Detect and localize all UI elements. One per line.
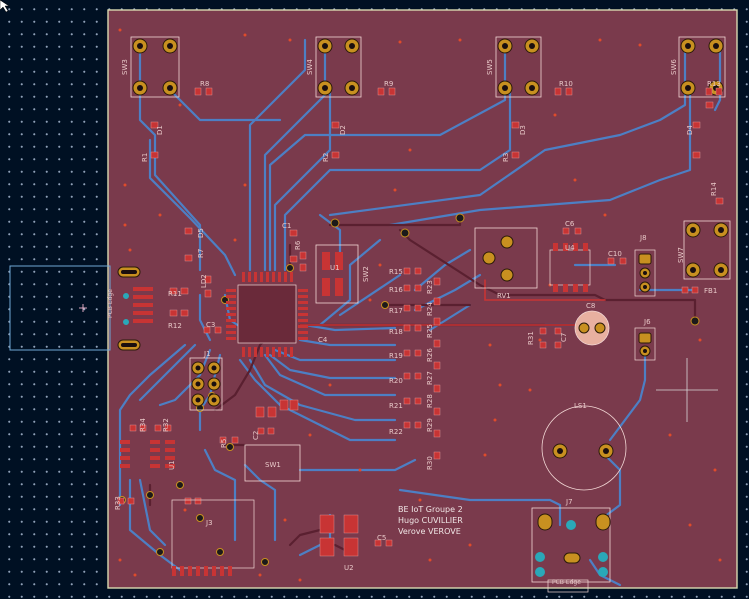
- ref-j8: J8: [639, 234, 647, 242]
- ref-c3: C3: [206, 321, 215, 329]
- ref-r3: R3: [502, 153, 510, 162]
- ref-rv1: RV1: [497, 292, 511, 300]
- ref-r30: R30: [426, 456, 434, 470]
- ref-u2: U2: [344, 564, 354, 572]
- author-silkscreen: BE IoT Groupe 2 Hugo CUVILLIER Verove VE…: [398, 505, 463, 536]
- switch-footprints[interactable]: [130, 36, 731, 583]
- ref-r8: R8: [200, 80, 209, 88]
- reference-labels: SW3 SW4 SW5 SW6 SW7 R8 R9 R10 R13 R1 R2 …: [114, 59, 721, 572]
- ref-r16: R16: [389, 286, 403, 294]
- u4-footprint[interactable]: [549, 243, 591, 292]
- sw2-footprint[interactable]: [322, 252, 343, 296]
- ref-d5: D5: [197, 228, 205, 238]
- ref-r17: R17: [389, 307, 403, 315]
- connector-headers[interactable]: [634, 249, 656, 361]
- ref-sw6: SW6: [670, 59, 678, 75]
- ref-u1: U1: [330, 264, 340, 272]
- pcb-edge-label-left: PCB Edge: [107, 289, 114, 318]
- ref-j3: J3: [205, 519, 213, 527]
- ref-r22: R22: [389, 428, 403, 436]
- ref-d3: D3: [519, 125, 527, 135]
- mcu-footprint[interactable]: [226, 272, 308, 357]
- ref-r13: R13: [707, 80, 721, 88]
- ref-r14: R14: [710, 182, 718, 196]
- ref-sw7: SW7: [677, 247, 685, 263]
- ref-d1: D1: [156, 125, 164, 135]
- ref-r7: R7: [197, 249, 205, 258]
- ref-sw4: SW4: [306, 59, 314, 75]
- ref-r9: R9: [384, 80, 393, 88]
- ref-r23: R23: [426, 280, 434, 294]
- ref-c6: C6: [565, 220, 575, 228]
- ref-r29: R29: [426, 418, 434, 432]
- ref-r21: R21: [389, 402, 403, 410]
- ref-r25: R25: [426, 324, 434, 338]
- ref-r15: R15: [389, 268, 403, 276]
- j7-jack[interactable]: [535, 513, 611, 593]
- ref-c8: C8: [586, 302, 595, 310]
- ref-r12: R12: [168, 322, 182, 330]
- board-origin-crosshair: [79, 304, 87, 312]
- ref-ld2: LD2: [200, 274, 208, 288]
- ref-r27: R27: [426, 371, 434, 385]
- ref-d2: D2: [339, 125, 347, 135]
- ref-r31: R31: [527, 331, 535, 345]
- ref-sw1: SW1: [265, 461, 281, 469]
- ref-j6: J6: [643, 318, 651, 326]
- smd-pads[interactable]: [117, 87, 724, 557]
- ref-r2: R2: [322, 153, 330, 162]
- ref-r10: R10: [559, 80, 573, 88]
- ref-ls1: LS1: [574, 402, 587, 410]
- cursor-crosshair: [656, 358, 718, 422]
- author-line-2: Hugo CUVILLIER: [398, 516, 463, 525]
- stitching-vias: [118, 28, 722, 582]
- ref-r11: R11: [168, 290, 182, 298]
- ref-r33: R33: [114, 496, 122, 510]
- left-edge-connector[interactable]: [117, 266, 153, 351]
- ref-r26: R26: [426, 348, 434, 362]
- ref-c5: C5: [377, 534, 386, 542]
- ref-j1: J1: [203, 350, 211, 358]
- ref-r18: R18: [389, 328, 403, 336]
- ref-j7: J7: [565, 498, 573, 506]
- ref-u3: U1: [168, 460, 176, 470]
- c8-capacitor[interactable]: [574, 310, 610, 346]
- ref-r19: R19: [389, 352, 403, 360]
- ref-c1: C1: [282, 222, 291, 230]
- ref-r6: R6: [294, 240, 302, 250]
- pointer-arrow-icon: [0, 0, 10, 13]
- ref-sw5: SW5: [486, 59, 494, 75]
- pcb-edge-label-bottom: PCB Edge: [552, 579, 581, 586]
- ref-r20: R20: [389, 377, 403, 385]
- ref-r5: R5: [220, 439, 228, 448]
- ref-r24: R24: [426, 302, 434, 316]
- author-line-3: Verove VEROVE: [398, 527, 461, 536]
- author-line-1: BE IoT Groupe 2: [398, 505, 463, 514]
- ref-c10: C10: [608, 250, 622, 258]
- ref-c4: C4: [318, 336, 328, 344]
- left-ic[interactable]: [120, 440, 175, 468]
- ls1-buzzer[interactable]: [541, 405, 627, 491]
- ref-r1: R1: [141, 153, 149, 162]
- ref-r34: R34: [139, 418, 147, 432]
- j3-connector[interactable]: [171, 499, 255, 576]
- ref-u4: U4: [565, 244, 575, 252]
- rv1-potentiometer[interactable]: [482, 235, 514, 282]
- selected-footprint-outline[interactable]: [9, 265, 111, 351]
- ref-r28: R28: [426, 394, 434, 408]
- ref-r32: R32: [162, 418, 170, 432]
- ref-sw3: SW3: [121, 59, 129, 75]
- ref-fb1: FB1: [704, 287, 717, 295]
- ref-c2: C2: [252, 431, 260, 440]
- ref-d4: D4: [686, 125, 694, 135]
- ref-c7: C7: [560, 333, 568, 342]
- ref-sw2: SW2: [362, 266, 370, 282]
